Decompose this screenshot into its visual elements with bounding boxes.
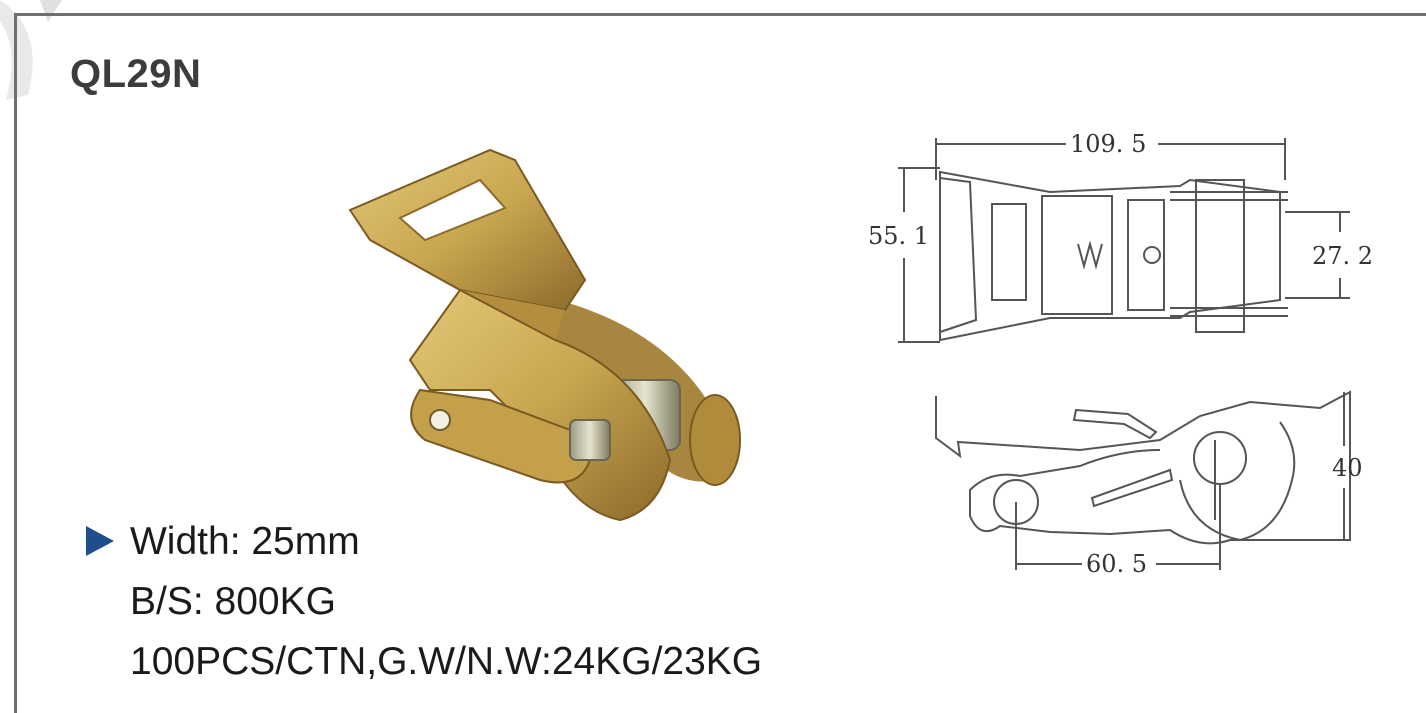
- dim-length-label: 109. 5: [1070, 130, 1146, 158]
- top-view-body: [939, 170, 1281, 342]
- spec-width: Width: 25mm: [86, 520, 762, 580]
- dim-handle-length-label: 60. 5: [1086, 550, 1147, 578]
- spec-packing: 100PCS/CTN,G.W/N.W:24KG/23KG: [86, 640, 762, 700]
- spec-breaking-strength: B/S: 800KG: [86, 580, 762, 640]
- page-frame: [14, 13, 1426, 713]
- ratchet-buckle-photo: [348, 148, 741, 522]
- technical-drawing: 109. 5 55. 1 27. 2 40 60. 5: [868, 130, 1373, 578]
- triangle-right-icon: [86, 526, 114, 556]
- dim-height-label: 40: [1332, 454, 1363, 482]
- dim-inner-width-label: 27. 2: [1312, 242, 1373, 270]
- spec-breaking-strength-text: B/S: 800KG: [130, 580, 336, 623]
- dim-width-label: 55. 1: [868, 222, 929, 250]
- spec-packing-text: 100PCS/CTN,G.W/N.W:24KG/23KG: [130, 640, 763, 683]
- side-view-body: [935, 390, 1351, 545]
- spec-list: Width: 25mm B/S: 800KG 100PCS/CTN,G.W/N.…: [86, 520, 762, 700]
- spec-width-text: Width: 25mm: [130, 520, 360, 563]
- model-code: QL29N: [70, 52, 202, 96]
